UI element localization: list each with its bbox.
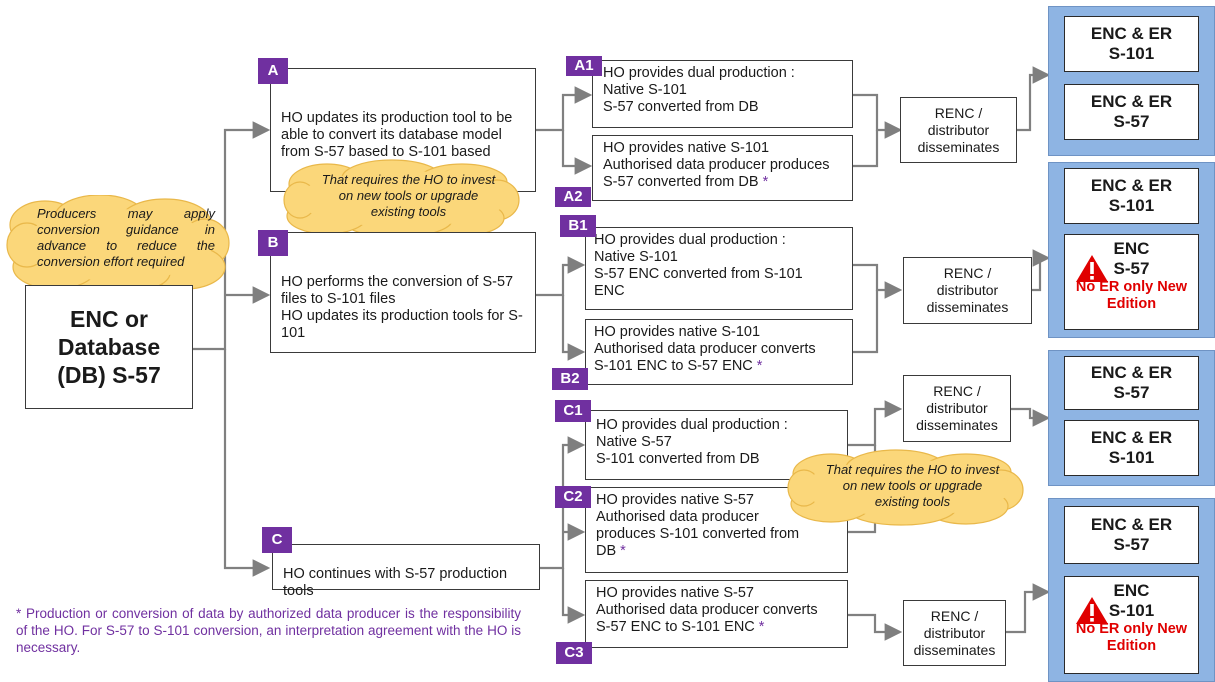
output-enc-er-s57: ENC & ER S-57 xyxy=(1064,84,1199,140)
no-er-warning: No ER only New Edition xyxy=(1075,621,1188,654)
asterisk: * xyxy=(752,358,763,374)
footnote: * Production or conversion of data by au… xyxy=(16,606,521,655)
output-enc-er-s101: ENC & ER S-101 xyxy=(1064,16,1199,72)
badge-a: A xyxy=(258,58,288,84)
source-box: ENC or Database (DB) S-57 xyxy=(25,285,193,409)
badge-c2: C2 xyxy=(555,486,591,508)
option-a2-text: HO provides native S-101 Authorised data… xyxy=(603,140,830,190)
renc-box-c12: RENC / distributor disseminates xyxy=(903,375,1011,442)
option-c1-text: HO provides dual production : Native S-5… xyxy=(596,417,788,467)
option-c-box: HO continues with S-57 production tools xyxy=(272,544,540,599)
renc-box-b: RENC / distributor disseminates xyxy=(903,257,1032,324)
option-c-text: HO continues with S-57 production tools xyxy=(283,566,508,599)
asterisk: * xyxy=(758,174,769,190)
option-b1-text: HO provides dual production : Native S-1… xyxy=(594,232,803,299)
output-enc-er-s57: ENC & ER S-57 xyxy=(1064,506,1199,564)
badge-b: B xyxy=(258,230,288,256)
option-b2-box: HO provides native S-101 Authorised data… xyxy=(585,319,853,385)
asterisk: * xyxy=(616,543,626,559)
cost-note-a: That requires the HO to invest on new to… xyxy=(321,172,496,219)
producer-note-cloud xyxy=(6,195,230,294)
option-b1-box: HO provides dual production : Native S-1… xyxy=(585,227,853,310)
renc-box-a: RENC / distributor disseminates xyxy=(900,97,1017,163)
option-a1-box: HO provides dual production : Native S-1… xyxy=(592,60,853,128)
option-c2-box: HO provides native S-57 Authorised data … xyxy=(585,487,848,573)
output-enc-s101-title: ENC S-101 xyxy=(1108,581,1155,620)
output-enc-er-s101: ENC & ER S-101 xyxy=(1064,420,1199,476)
badge-b2: B2 xyxy=(552,368,588,390)
badge-c: C xyxy=(262,527,292,553)
output-enc-s57-title: ENC S-57 xyxy=(1113,239,1150,278)
asterisk: * xyxy=(754,619,765,635)
option-a1-text: HO provides dual production : Native S-1… xyxy=(603,65,795,115)
output-enc-s57-warning: ENC S-57 No ER only New Edition xyxy=(1064,234,1199,330)
cost-note-cloud-c xyxy=(787,449,1024,526)
option-c3-text: HO provides native S-57 Authorised data … xyxy=(596,585,818,635)
badge-a1: A1 xyxy=(566,56,602,76)
option-a2-box: HO provides native S-101 Authorised data… xyxy=(592,135,853,201)
badge-a2: A2 xyxy=(555,187,591,207)
output-enc-er-s57: ENC & ER S-57 xyxy=(1064,356,1199,410)
badge-c3: C3 xyxy=(556,642,592,664)
cost-note-c: That requires the HO to invest on new to… xyxy=(825,462,1000,509)
warning-icon xyxy=(1076,597,1108,624)
badge-c1: C1 xyxy=(555,400,591,422)
option-c2-text: HO provides native S-57 Authorised data … xyxy=(596,492,800,559)
option-b-text: HO performs the conversion of S-57 files… xyxy=(281,274,523,341)
no-er-warning: No ER only New Edition xyxy=(1075,279,1188,312)
output-enc-s101-warning: ENC S-101 No ER only New Edition xyxy=(1064,576,1199,674)
option-c1-box: HO provides dual production : Native S-5… xyxy=(585,410,848,480)
option-a-text: HO updates its production tool to be abl… xyxy=(281,110,513,160)
output-enc-er-s101: ENC & ER S-101 xyxy=(1064,168,1199,224)
option-c3-box: HO provides native S-57 Authorised data … xyxy=(585,580,848,648)
option-b2-text: HO provides native S-101 Authorised data… xyxy=(594,324,816,374)
cost-note-cloud-a xyxy=(283,159,520,238)
option-b-box: HO performs the conversion of S-57 files… xyxy=(270,232,536,353)
producer-note: Producers may apply conversion guidance … xyxy=(37,206,215,269)
warning-icon xyxy=(1076,255,1108,282)
badge-b1: B1 xyxy=(560,215,596,237)
renc-box-c3: RENC / distributor disseminates xyxy=(903,600,1006,666)
